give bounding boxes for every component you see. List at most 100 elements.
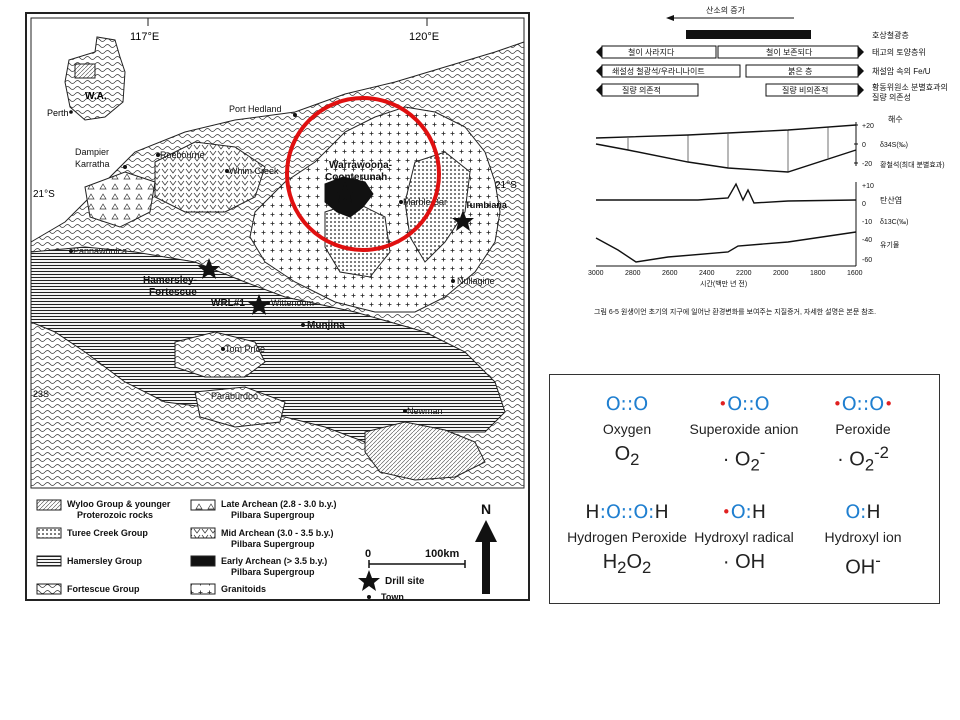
- label-pyrite: 황철석(최대 분별효과): [880, 160, 945, 169]
- paleosol-mid: 철이 보존되다: [766, 47, 813, 57]
- label-organic: 유기물: [880, 240, 900, 249]
- lewis-structure-h2o2: H:O::O:H: [585, 501, 669, 523]
- label-tom-price: Tom Price: [225, 344, 265, 354]
- town-marker: [156, 153, 160, 157]
- town-marker: [225, 169, 229, 173]
- label-paraburdoo: Paraburdoo: [211, 391, 258, 401]
- formula-main: OH: [735, 551, 766, 573]
- geology-map-panel: W.A. Perth 117°E 120°E 21°S 23S 21°S Por…: [25, 12, 531, 602]
- figure-caption: 그림 6-5 원생이언 초기의 지구에 일어난 환경변화를 보여주는 지질증거,…: [594, 307, 876, 316]
- label-delta34s: δ34S(‰): [880, 142, 908, 149]
- town-marker: [301, 323, 305, 327]
- bif-bar: [686, 30, 811, 39]
- ros-formula: · OH: [679, 551, 809, 574]
- formula-sub: 2: [864, 455, 875, 475]
- label-hamersley: Hamersley-: [143, 275, 197, 286]
- time-tick: 3000: [588, 270, 604, 277]
- atom-h: H: [585, 501, 600, 523]
- formula-sup: -: [759, 443, 766, 462]
- label-karratha: Karratha: [75, 159, 110, 169]
- label-fortescue: Fortescue: [149, 287, 197, 298]
- time-tick: 2200: [736, 270, 752, 277]
- atom-o: O: [869, 393, 885, 415]
- lewis-structure-oh-ion: O:H: [845, 501, 881, 523]
- atom-o: O: [605, 393, 621, 415]
- ros-name: Superoxide anion: [689, 421, 799, 437]
- label-whim-creek: Whim Creek: [229, 166, 279, 176]
- geochem-timeline: 산소의 증가 호상철광층 철이 사라지다 철이 보존되다 태고의 토양층위 쇄설…: [588, 5, 948, 316]
- map-legend: Wyloo Group & younger Proterozoic rocks …: [36, 499, 497, 602]
- formula-sub: 2: [642, 558, 652, 577]
- legend-late-line2: Pilbara Supergroup: [231, 510, 315, 520]
- legend-swatch-late-archean: [190, 499, 216, 511]
- formula-main: OH: [845, 556, 876, 579]
- time-tick: 1600: [847, 270, 863, 277]
- atom-o: O: [633, 393, 649, 415]
- ros-name: Peroxide: [835, 421, 891, 437]
- lewis-structure-o2: O::O: [605, 393, 649, 415]
- mid-archean-belt-a: [154, 141, 266, 213]
- label-mif-line2: 질량 의존성: [872, 92, 911, 102]
- basalt-left: 쇄설성 철광석/우라니나이트: [612, 66, 705, 76]
- drill-site-star-hamersley: [198, 258, 220, 279]
- legend-mid-line1: Mid Archean (3.0 - 3.5 b.y.): [221, 528, 334, 538]
- legend-early-line2: Pilbara Supergroup: [231, 567, 315, 577]
- atom-o: O: [845, 501, 860, 523]
- ros-formula: O2: [562, 443, 692, 470]
- ros-cell-hydroxyl-radical: •O:H Hydroxyl radical · OH: [679, 497, 809, 574]
- inset-city-perth: Perth: [47, 108, 69, 118]
- label-marble-bar: Marble Bar: [403, 197, 447, 207]
- time-tick: 2600: [662, 270, 678, 277]
- carbon-tick-0: 0: [862, 201, 866, 208]
- sulfur-tick-minus20: -20: [862, 161, 872, 168]
- drill-site-star-warrawoona: [334, 182, 356, 203]
- formula-main: O: [614, 443, 631, 465]
- town-marker: [451, 279, 455, 283]
- legend-drill-site: Drill site: [385, 576, 425, 587]
- atom-h: H: [751, 501, 767, 523]
- atom-h: H: [654, 501, 669, 523]
- legend-wyloo-line1: Wyloo Group & younger: [67, 499, 171, 509]
- label-roebourne: Roebourne: [160, 150, 205, 160]
- legend-hamersley: Hamersley Group: [67, 556, 143, 566]
- paleosol-left: 철이 사라지다: [628, 47, 675, 57]
- drill-site-star-wrl1: [248, 294, 270, 315]
- atom-o: O: [841, 393, 857, 415]
- time-tick: 1800: [810, 270, 826, 277]
- oxygen-increase-label: 산소의 증가: [706, 5, 746, 15]
- drill-site-legend-star: [358, 570, 380, 591]
- longitude-120: 120°E: [409, 31, 439, 43]
- label-seawater: 해수: [888, 114, 903, 124]
- legend-turee: Turee Creek Group: [67, 528, 148, 538]
- label-port-hedland: Port Hedland: [229, 104, 282, 114]
- geochem-timeline-panel: 산소의 증가 호상철광층 철이 사라지다 철이 보존되다 태고의 토양층위 쇄설…: [588, 0, 960, 330]
- town-marker: [69, 110, 73, 114]
- label-coonterunah: Coonterunah: [325, 172, 387, 183]
- legend-town: Town: [381, 592, 404, 602]
- ros-cell-oxygen: O::O Oxygen O2: [562, 389, 692, 470]
- carbon-tick-minus10: -10: [862, 219, 872, 226]
- label-dampier: Dampier: [75, 147, 109, 157]
- formula-main: H: [602, 551, 618, 573]
- highlight-circle: [285, 96, 441, 252]
- legend-late-line1: Late Archean (2.8 - 3.0 b.y.): [221, 499, 337, 509]
- label-bif: 호상철광층: [872, 30, 909, 40]
- ros-grid: O::O Oxygen O2 •O::O Superoxide anion · …: [550, 375, 939, 603]
- arrow-left-icon: [596, 65, 602, 77]
- north-arrow-icon: [475, 520, 497, 594]
- town-marker: [403, 409, 407, 413]
- label-tumbiana: Tumbiana: [465, 200, 508, 210]
- seawater-curve: [595, 124, 857, 139]
- legend-swatch-mid-archean: [190, 527, 216, 539]
- late-archean-belt: [84, 171, 156, 228]
- formula-sub: 2: [617, 558, 627, 577]
- pyrite-curve: [595, 143, 857, 173]
- fortescue-inlier-paraburdoo: [194, 386, 286, 428]
- ros-cell-peroxide: •O::O• Peroxide · O2-2: [798, 389, 928, 476]
- ros-formula: · O2-: [679, 443, 809, 476]
- formula-main: O: [626, 551, 642, 573]
- ros-cell-superoxide: •O::O Superoxide anion · O2-: [679, 389, 809, 476]
- sulfur-tick-plus20: +20: [862, 123, 874, 130]
- organic-carbon-curve: [595, 231, 857, 263]
- fortescue-inlier-tom-price: [174, 331, 266, 378]
